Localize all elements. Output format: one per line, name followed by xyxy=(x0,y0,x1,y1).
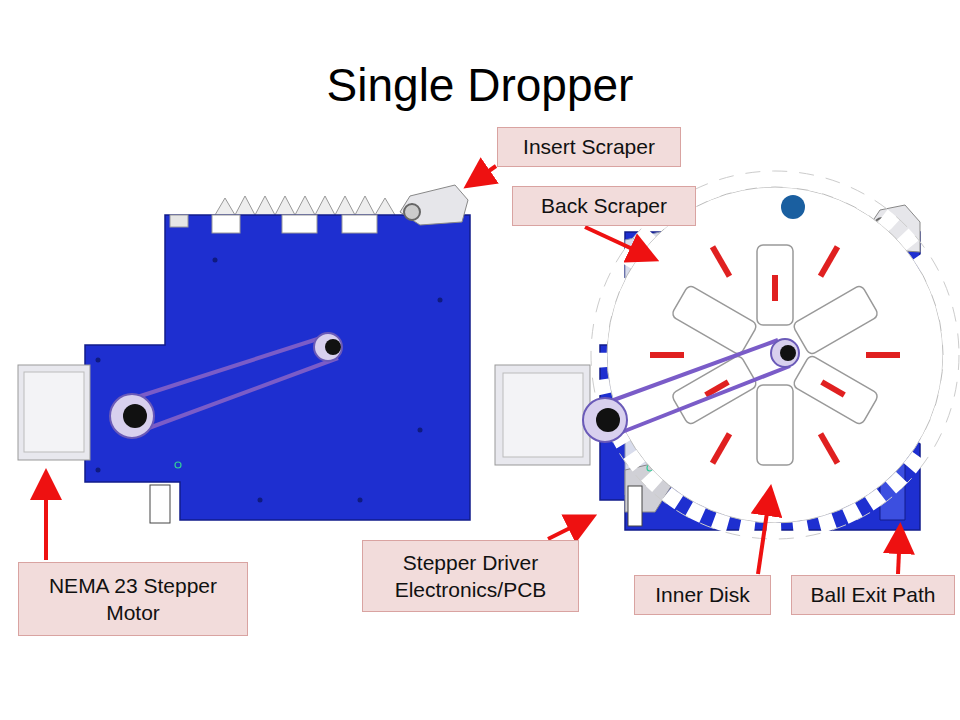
callout-box: Stepper Driver Electronics/PCB xyxy=(362,540,579,612)
callout-label: Inner Disk xyxy=(655,581,750,608)
inner-disk xyxy=(650,245,900,465)
callout-label: Ball Exit Path xyxy=(811,581,936,608)
callout-box: Insert Scraper xyxy=(497,127,681,167)
right-view xyxy=(495,171,959,539)
callout-label: Insert Scraper xyxy=(523,133,655,160)
callout-box: Back Scraper xyxy=(512,186,696,226)
callout-box: NEMA 23 Stepper Motor xyxy=(18,562,248,636)
callout-label: Stepper Driver Electronics/PCB xyxy=(371,549,570,604)
left-view xyxy=(18,185,470,523)
callout-label: Back Scraper xyxy=(541,192,667,219)
callout-box: Ball Exit Path xyxy=(791,575,955,615)
callout-label: NEMA 23 Stepper Motor xyxy=(27,572,239,627)
leader-arrows xyxy=(46,166,900,574)
callout-box: Inner Disk xyxy=(634,575,771,615)
diagram-title: Single Dropper xyxy=(0,58,960,112)
